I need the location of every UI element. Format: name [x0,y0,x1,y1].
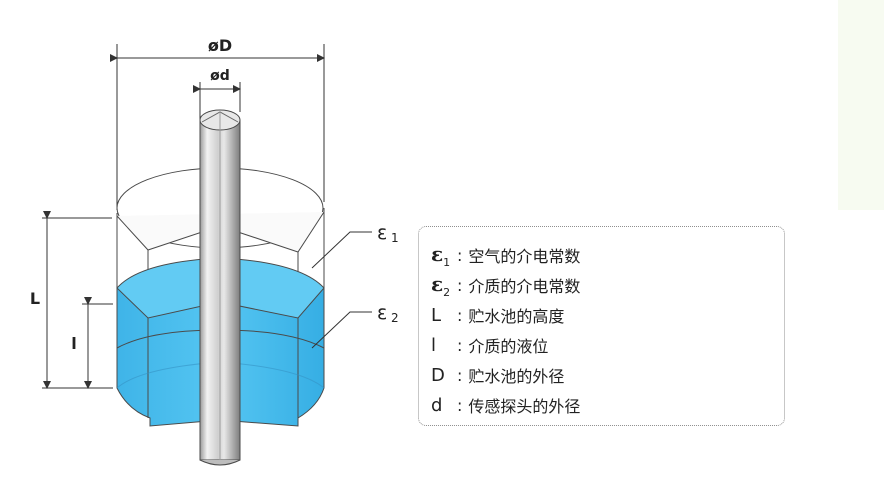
legend-description: 传感探头的外径 [468,397,581,416]
eps1-subscript: 1 [391,231,399,245]
eps2-subscript: 2 [391,311,399,325]
eps1-label: ε [377,222,387,244]
legend-symbol: ε1 [431,241,451,269]
legend-description: 空气的介电常数 [468,247,581,266]
legend-symbol: D [431,364,445,386]
legend-description: 贮水池的高度 [468,307,565,326]
legend-symbol: d [431,394,443,416]
legend-description: 贮水池的外径 [468,367,565,386]
rod-diameter-dimension [193,82,241,120]
probe-rod [199,109,241,466]
legend-row-d: d : 传感探头的外径 [431,394,581,417]
legend-symbol: l [431,334,437,356]
tank-height-label: L [30,289,40,308]
outer-diameter-dimension [110,44,325,210]
side-panel-strip [838,0,884,210]
tank-height-dimension [42,211,112,389]
leader-eps1 [311,231,372,269]
rod-diameter-label: ød [210,68,230,84]
legend-box: ε1 : 空气的介电常数 ε2 : 介质的介电常数 L : 贮水池的高度 l :… [418,226,785,426]
liquid-level-dimension [82,297,113,389]
legend-row-D: D : 贮水池的外径 [431,364,565,387]
legend-row-eps2: ε2 : 介质的介电常数 [431,271,581,299]
outer-diameter-label: øD [208,36,232,55]
legend-row-L: L : 贮水池的高度 [431,304,565,327]
eps2-label: ε [377,302,387,324]
legend-symbol: ε2 [431,271,451,299]
legend-row-l: l : 介质的液位 [431,334,549,357]
legend-description: 介质的介电常数 [468,277,581,296]
legend-description: 介质的液位 [468,337,549,356]
legend-symbol: L [431,304,442,326]
leader-eps2 [311,311,372,349]
legend-row-eps1: ε1 : 空气的介电常数 [431,241,581,269]
liquid-level-label: l [71,334,76,353]
